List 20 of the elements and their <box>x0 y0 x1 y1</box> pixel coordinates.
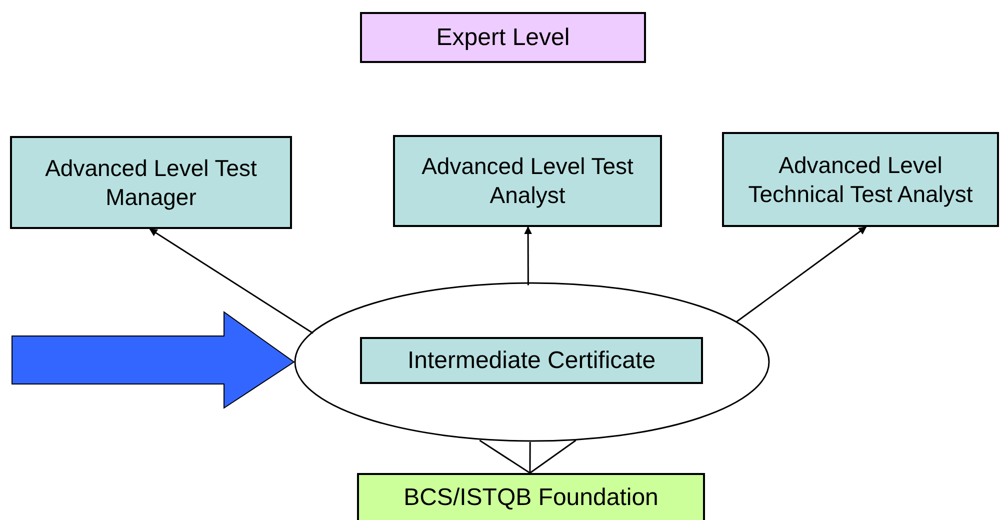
level-label: Expert Level <box>435 22 571 52</box>
level-label: Advanced Level Technical Test Analyst <box>747 150 974 208</box>
level-box <box>357 473 705 520</box>
level-box <box>722 132 999 227</box>
arrow <box>524 226 532 286</box>
level-box <box>10 136 292 229</box>
connector-line <box>530 440 576 474</box>
arrow <box>736 226 867 323</box>
level-label: Advanced Level Test Manager <box>44 154 258 212</box>
ellipse-shape <box>294 282 770 442</box>
connector-line <box>479 440 530 474</box>
level-box <box>360 337 703 384</box>
block-arrow <box>12 311 295 409</box>
level-label: Intermediate Certificate <box>406 346 657 376</box>
arrow <box>149 228 314 334</box>
level-box <box>393 135 662 227</box>
level-label: BCS/ISTQB Foundation <box>402 483 660 513</box>
level-label: Advanced Level Test Analyst <box>420 152 634 210</box>
level-box <box>360 12 646 63</box>
connector-line <box>529 442 531 473</box>
